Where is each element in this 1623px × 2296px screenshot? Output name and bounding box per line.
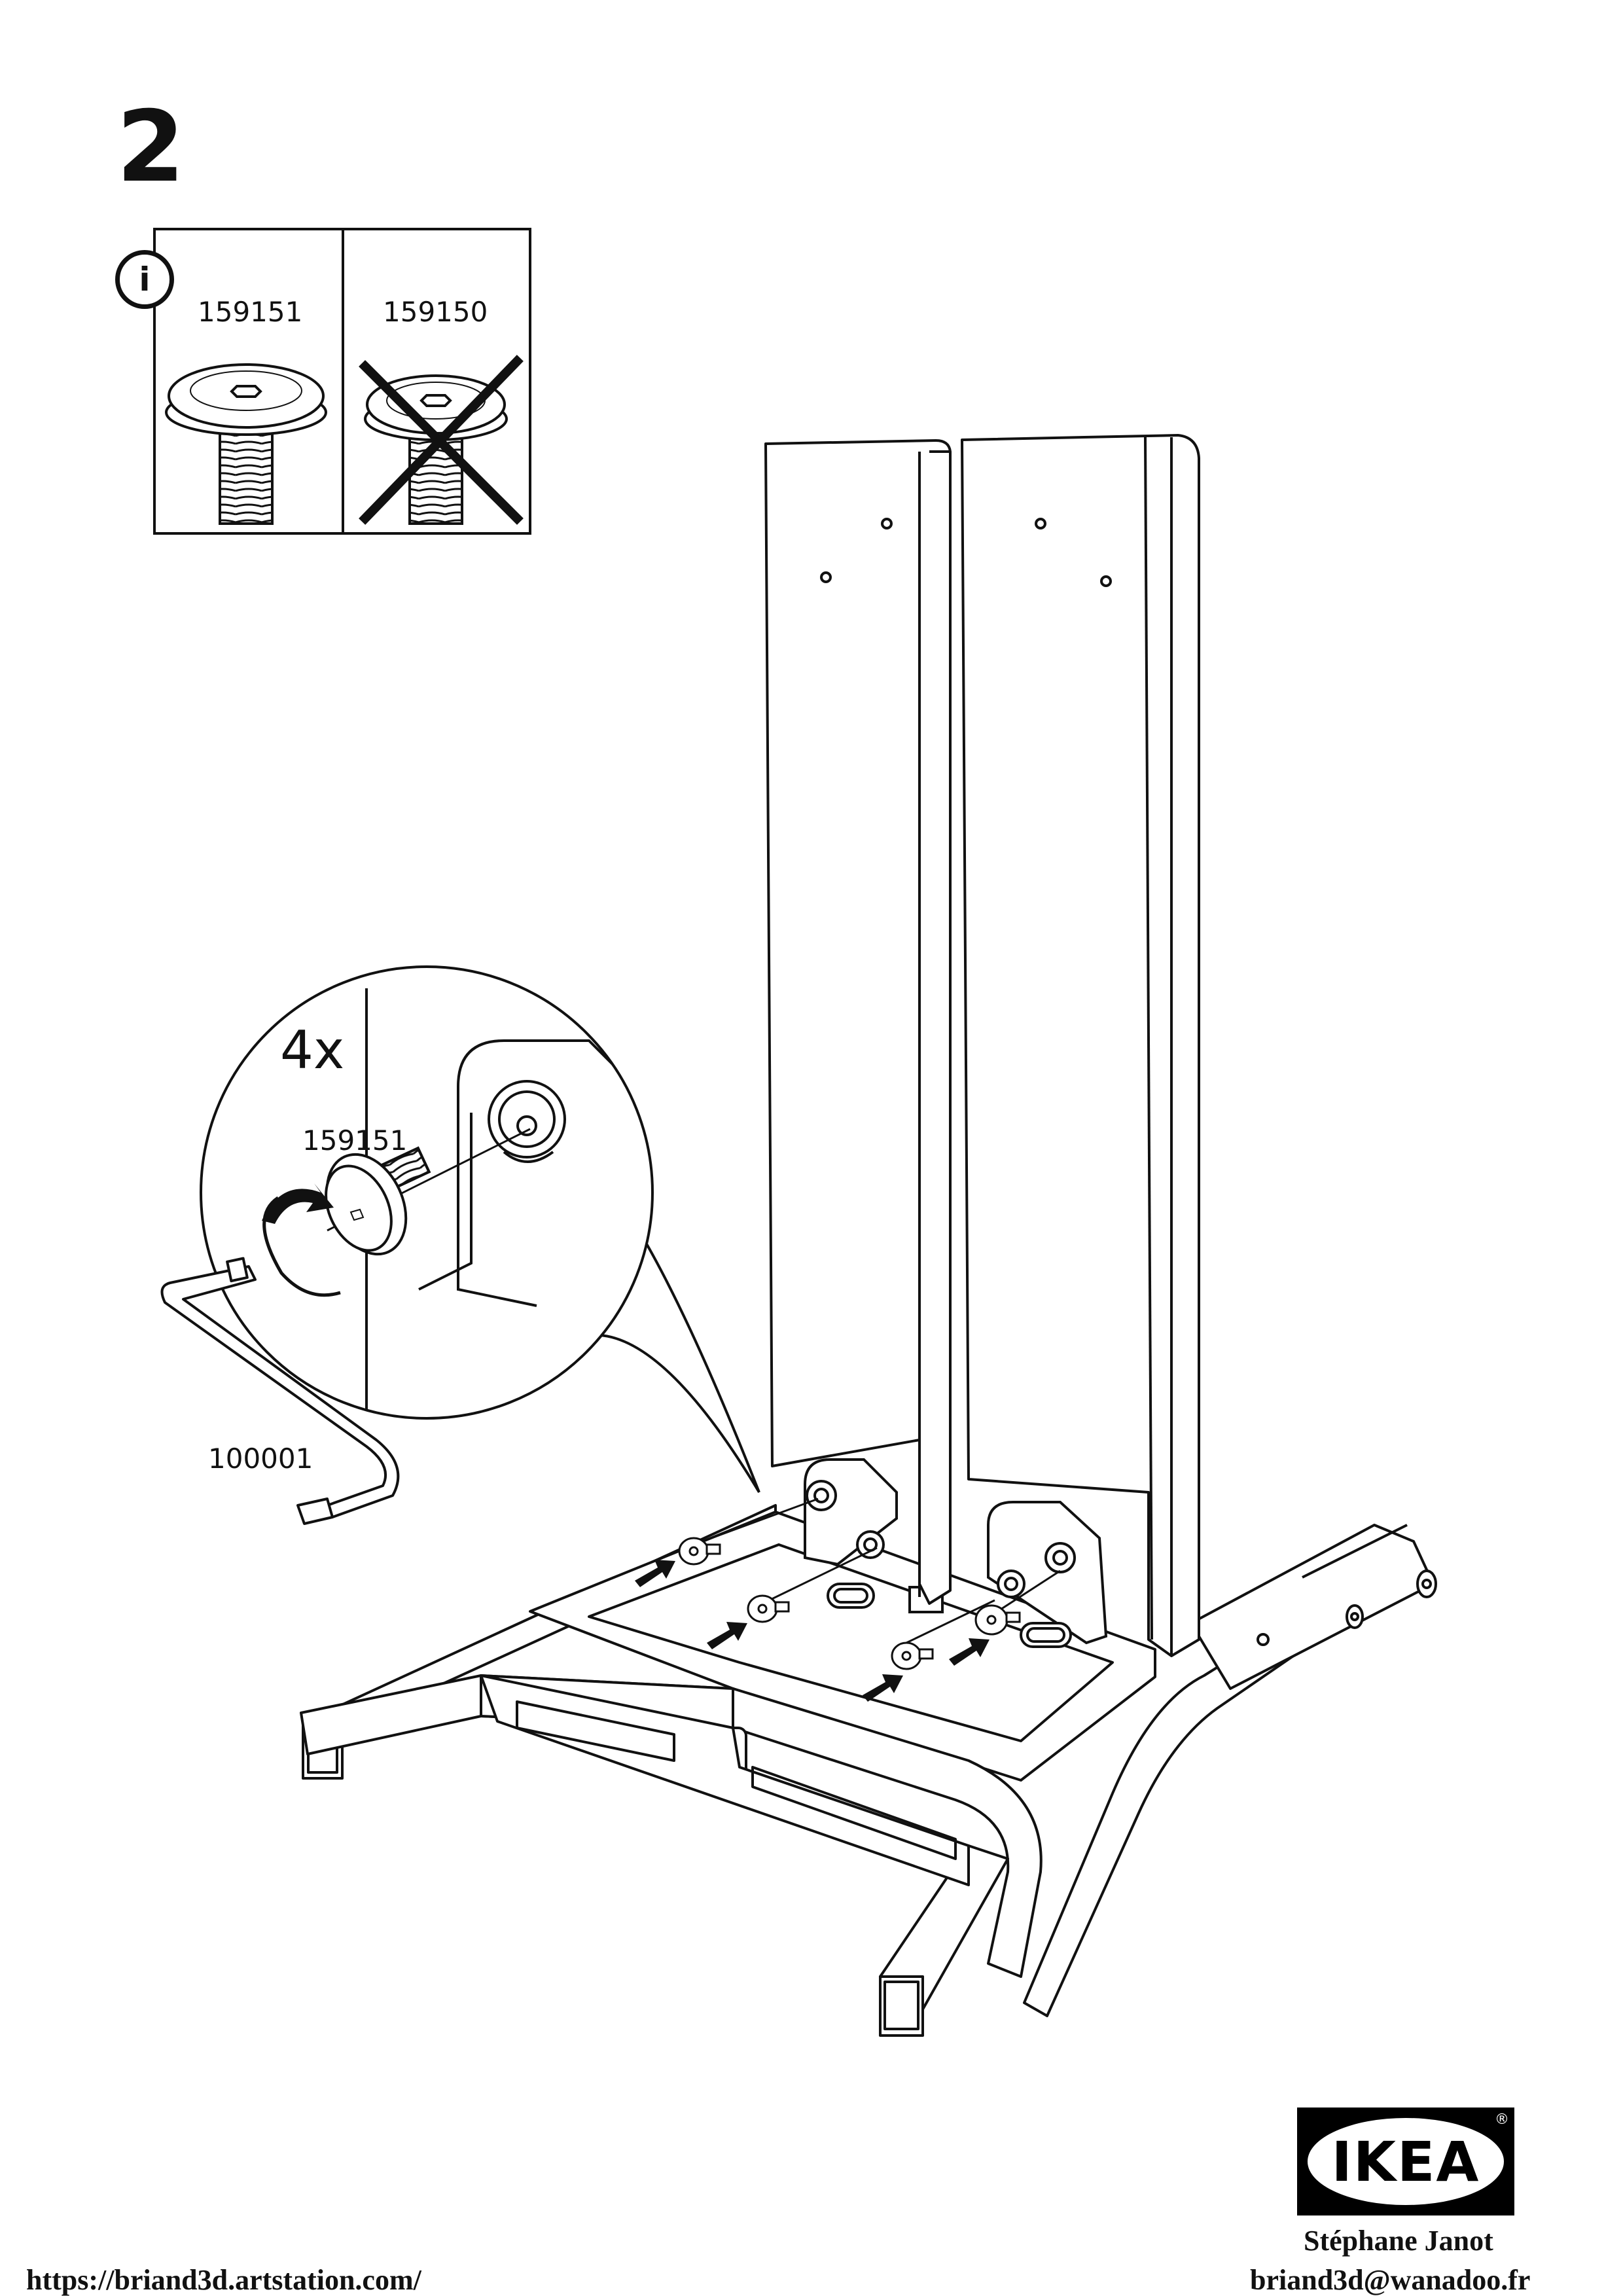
info-icon: i bbox=[115, 250, 174, 309]
detail-callout bbox=[200, 965, 760, 1494]
part-number-correct: 159151 bbox=[198, 296, 303, 328]
author-name: Stéphane Janot bbox=[1304, 2225, 1493, 2257]
quantity-label: 4x bbox=[280, 1020, 345, 1081]
info-panel bbox=[153, 228, 531, 535]
tool-part-number: 100001 bbox=[208, 1443, 313, 1475]
screws-in-assembly bbox=[678, 1498, 1061, 1670]
part-number-wrong: 159150 bbox=[383, 296, 488, 328]
screw-icon bbox=[165, 363, 327, 525]
step-number: 2 bbox=[116, 90, 185, 204]
vertical-panels bbox=[764, 434, 1200, 1657]
callout-part-number: 159151 bbox=[302, 1124, 408, 1157]
logo-oval bbox=[1308, 2118, 1504, 2205]
registered-mark: ® bbox=[1495, 2111, 1509, 2128]
arrow-icon bbox=[635, 1560, 990, 1702]
ikea-logo: IKEA ® bbox=[1297, 2108, 1514, 2215]
info-icon-glyph: i bbox=[139, 260, 151, 298]
source-url[interactable]: https://briand3d.artstation.com/ bbox=[26, 2264, 421, 2296]
author-email: briand3d@wanadoo.fr bbox=[1250, 2264, 1531, 2296]
logo-wordmark: IKEA bbox=[1331, 2129, 1480, 2194]
cross-icon bbox=[359, 355, 524, 525]
allen-key-icon bbox=[160, 1257, 400, 1525]
clockwise-arrow-icon bbox=[262, 1183, 334, 1224]
